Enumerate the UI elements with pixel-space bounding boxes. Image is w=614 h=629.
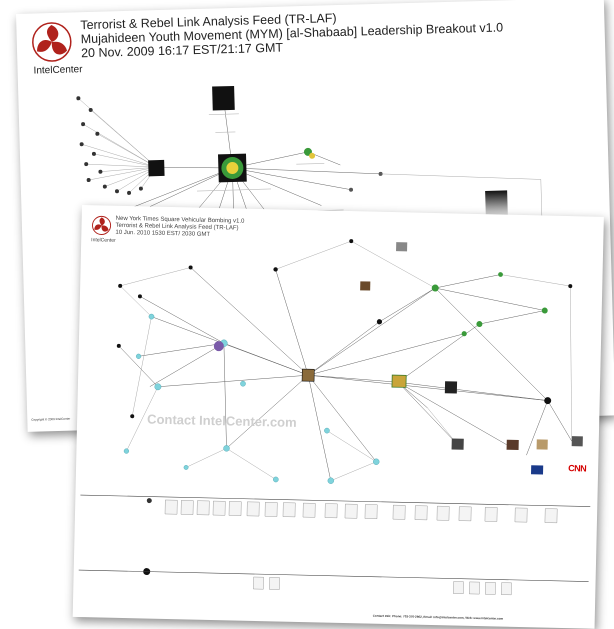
front-network-graph [78,239,591,596]
cnn-logo: CNN [568,463,587,474]
front-chart-sheet: New York Times Square Vehicular Bombing … [72,205,604,629]
intelcenter-logo-icon [92,215,112,235]
intelcenter-logo-icon [32,22,72,62]
